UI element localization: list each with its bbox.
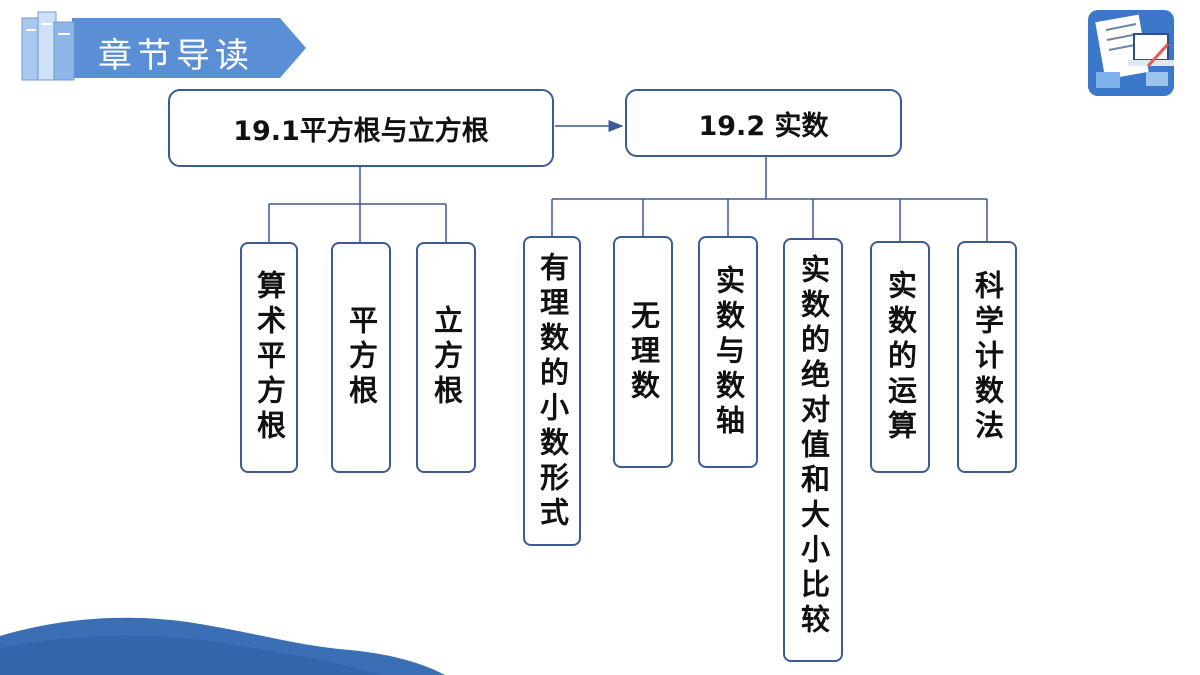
header-title: 章节导读: [98, 36, 254, 76]
topic-box-arithmetic-square-root: 算术平方根: [240, 242, 298, 473]
topic-box-real-operations: 实数的运算: [870, 241, 930, 473]
section-box-19-2: 19.2 实数: [625, 89, 902, 157]
header-ribbon: [72, 18, 306, 78]
topic-label: 立方根: [429, 305, 464, 410]
wave-highlight: [0, 635, 380, 675]
topic-box-square-root: 平方根: [331, 242, 391, 473]
topic-label: 实数的运算: [883, 269, 918, 445]
tree-lines-section1: [268, 167, 447, 242]
topic-box-irrational-numbers: 无理数: [613, 236, 673, 468]
notebook-laptop-icon: [1088, 10, 1174, 96]
tree-lines-section2: [551, 157, 988, 241]
topic-label: 实数的绝对值和大小比较: [796, 254, 831, 639]
topic-box-cube-root: 立方根: [416, 242, 476, 473]
section-box-19-1: 19.1平方根与立方根: [168, 89, 554, 167]
book-stack-icon: [21, 11, 75, 81]
section-title-19-2: 19.2 实数: [698, 110, 829, 142]
topic-label: 平方根: [344, 305, 379, 410]
section-title-19-1: 19.1平方根与立方根: [233, 115, 489, 147]
topic-box-rational-decimal-form: 有理数的小数形式: [523, 236, 581, 546]
topic-label: 有理数的小数形式: [535, 252, 570, 532]
topic-box-real-number-line: 实数与数轴: [698, 236, 758, 468]
topic-label: 无理数: [626, 299, 661, 405]
topic-label: 科学计数法: [970, 269, 1005, 445]
topic-box-scientific-notation: 科学计数法: [957, 241, 1017, 473]
topic-label: 算术平方根: [252, 270, 287, 445]
topic-box-absolute-value-comparison: 实数的绝对值和大小比较: [783, 238, 843, 662]
topic-label: 实数与数轴: [711, 264, 746, 440]
